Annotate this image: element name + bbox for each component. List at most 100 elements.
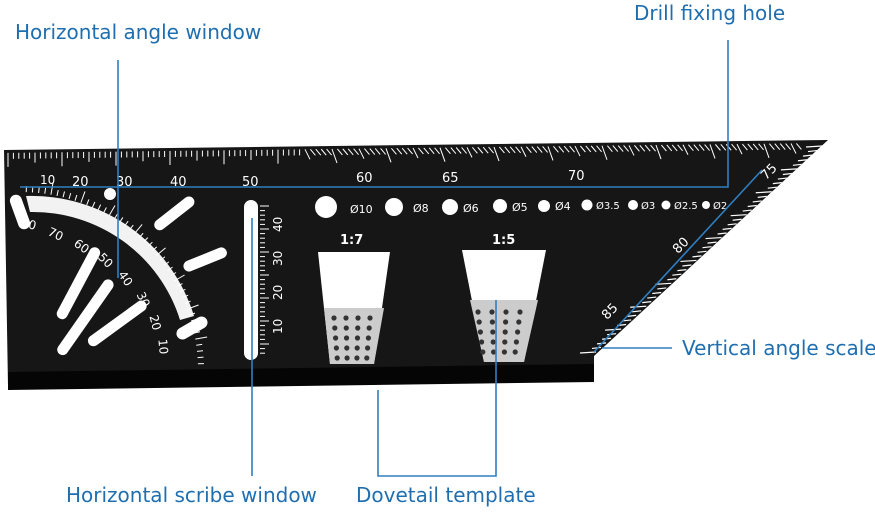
callout-drill-fixing-hole: Drill fixing hole (634, 1, 786, 25)
dovetail-dot (343, 315, 349, 321)
dovetail-dot (489, 309, 495, 315)
diagonal-tick (579, 351, 597, 354)
dovetail-dot (355, 325, 361, 331)
ruler-tick (639, 144, 646, 152)
ruler-tick (634, 145, 640, 152)
protractor-tick (97, 204, 102, 211)
protractor-tick (196, 350, 204, 352)
ruler-tick (617, 145, 624, 152)
diagonal-tick (605, 328, 622, 331)
ruler-tick (482, 146, 489, 154)
top-scale-60: 60 (356, 171, 373, 186)
diagonal-tick (627, 314, 637, 317)
ruler-tick (677, 144, 683, 152)
ruler-tick (569, 145, 575, 153)
protractor-20: 20 (146, 313, 163, 331)
diagonal-tick (632, 310, 642, 313)
diagonal-tick (702, 246, 712, 249)
ruler-tick (331, 148, 338, 164)
top-scale-65: 65 (442, 171, 459, 186)
protractor-tick (44, 187, 47, 194)
protractor-tick (195, 336, 208, 340)
ruler-tick (693, 144, 700, 151)
dovetail-dot (334, 355, 340, 361)
dovetail-dot (501, 349, 507, 355)
ruler-tick (472, 146, 478, 154)
dovetail-dot (364, 355, 370, 361)
protractor-tick (173, 274, 185, 282)
ruler-tick (542, 146, 548, 153)
hole-label-35: Ø3.5 (596, 200, 620, 212)
hole-label-3: Ø3 (641, 200, 655, 212)
dovetail-dot (479, 339, 485, 345)
ruler-tick (326, 148, 332, 156)
diagonal-tick (607, 333, 617, 336)
callout-dovetail-template: Dovetail template (356, 483, 536, 507)
ruler-tick (558, 145, 565, 153)
ruler-tick (563, 145, 570, 153)
diagonal-tick (730, 214, 747, 217)
ruler-tick (461, 147, 467, 154)
diagonal-tick (727, 223, 737, 226)
ruler-tick (666, 144, 673, 152)
dovetail-dot (516, 319, 522, 325)
ruler-tick (515, 146, 521, 154)
diagonal-tick (747, 204, 757, 208)
ruler-tick (450, 147, 457, 154)
ruler-tick (342, 148, 349, 156)
dovetail-dot (515, 329, 521, 335)
ruler-tick (466, 147, 473, 158)
ruler-tick (785, 143, 791, 150)
dovetail-dot (343, 335, 350, 341)
protractor-tick (62, 191, 65, 198)
protractor-tick (86, 199, 90, 206)
dovetail-dot (343, 325, 349, 331)
protractor-tick (91, 201, 96, 208)
ruler-tick (504, 146, 511, 154)
ruler-tick (715, 144, 721, 151)
dovetail-dot (489, 319, 495, 325)
ruler-tick (396, 147, 403, 155)
ruler-tick (337, 148, 343, 156)
dovetail-dot (344, 355, 350, 361)
hole-8 (385, 198, 403, 216)
slot-upper-right (154, 196, 195, 231)
diagonal-tick (792, 163, 802, 166)
diagonal-tick (682, 264, 692, 267)
protractor-tick (156, 247, 166, 256)
ruler-tick (488, 146, 494, 154)
scribe-10: 10 (271, 319, 285, 334)
scribe-30: 30 (271, 251, 285, 266)
hole-3 (628, 200, 638, 210)
dovetail-dot (480, 349, 486, 355)
hole-4 (538, 200, 550, 212)
protractor-tick (129, 224, 134, 231)
ruler-tick (509, 146, 516, 154)
diagonal-tick (680, 259, 697, 263)
diagonal-tick (642, 301, 652, 304)
ruler-tick (439, 147, 446, 162)
slot-left-2 (57, 279, 114, 356)
ruler-tick (380, 148, 386, 155)
protractor-tick (196, 343, 203, 346)
protractor-tick (119, 217, 124, 223)
ruler-tick (358, 148, 365, 159)
diagonal-tick (780, 168, 797, 171)
slot-left-1 (56, 247, 101, 320)
ruler-tick (742, 143, 748, 151)
protractor-tick (167, 266, 173, 271)
ruler-tick (736, 143, 743, 155)
callout-horizontal-angle-window: Horizontal angle window (15, 20, 262, 44)
ruler-tick (769, 143, 775, 151)
dovetail-dot (354, 355, 360, 361)
dovetail-ratio-1-5: 1:5 (492, 233, 515, 248)
ruler-tick (655, 144, 662, 160)
ruler-tick (574, 145, 581, 157)
ruler-tick (536, 146, 543, 153)
diagonal-tick (722, 227, 732, 230)
ruler-tick (596, 145, 602, 153)
dovetail-dot (513, 339, 520, 345)
ruler-tick (315, 148, 322, 156)
protractor-tick (74, 194, 78, 201)
